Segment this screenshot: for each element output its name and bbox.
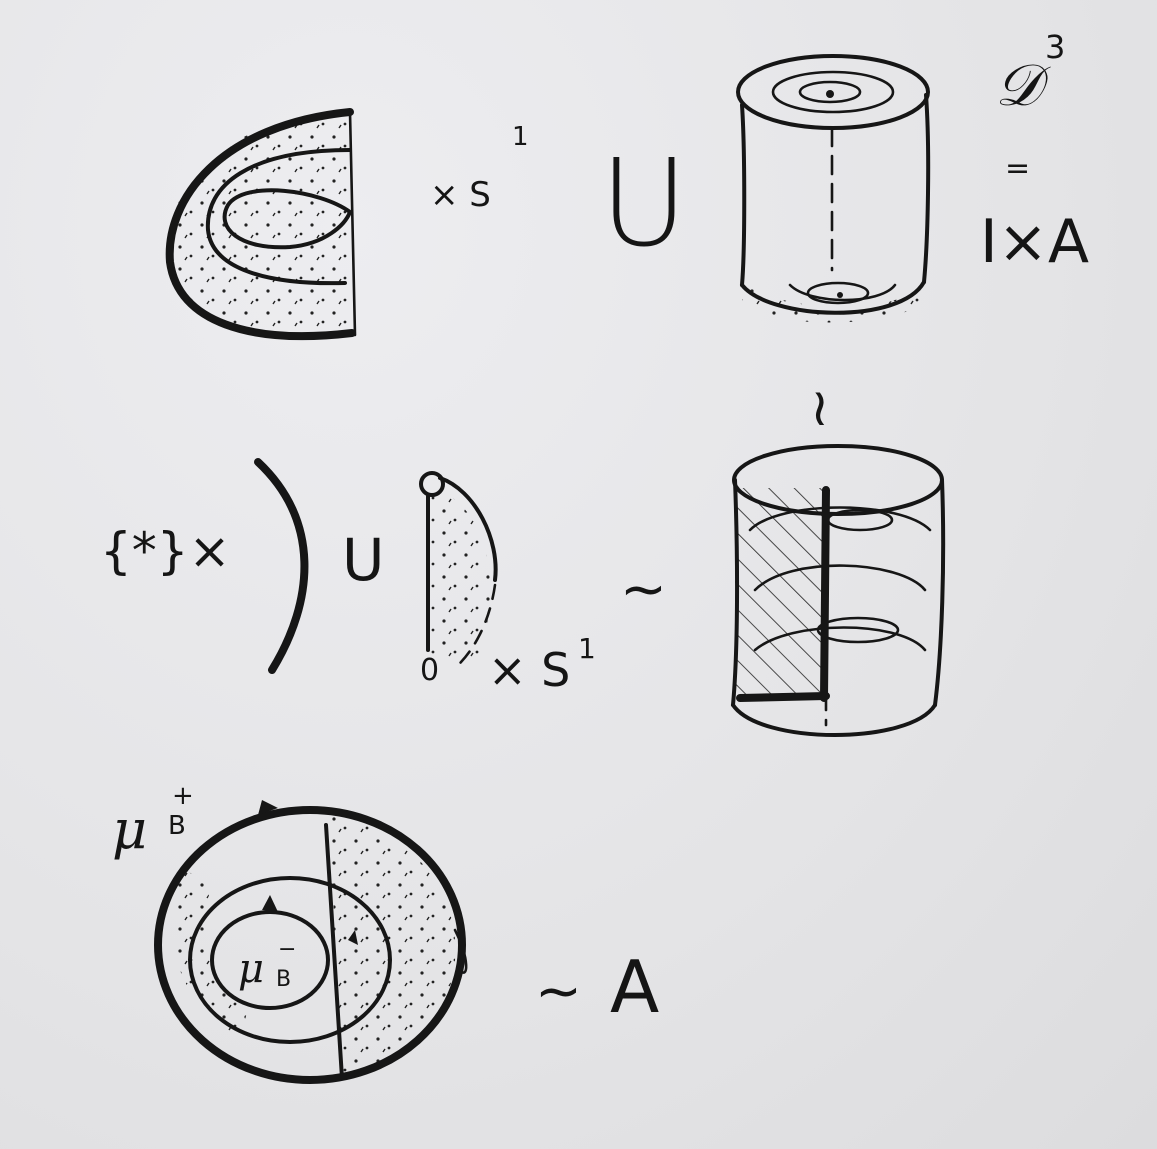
times-s1-label-row2: × S <box>488 643 570 697</box>
mu-minus-label: μ <box>238 946 264 992</box>
solid-torus-disc-figure <box>154 800 468 1084</box>
interval-arc <box>254 458 309 674</box>
cylinder-d3-figure <box>736 54 931 323</box>
tilde-row2: ~ <box>620 557 667 622</box>
mu-plus-label: μ <box>112 798 147 861</box>
s1-superscript-row2: 1 <box>578 632 596 665</box>
bottom-point-label: 0 <box>420 653 439 688</box>
d3-label: 𝒟 <box>995 51 1051 119</box>
hatched-cylinder-figure <box>731 444 946 737</box>
mu-minus-subscript: B <box>276 967 291 992</box>
connector-symbol: ≀ <box>810 378 830 438</box>
mu-plus-superscript: + <box>172 781 194 811</box>
union-symbol-row1: U <box>600 135 688 274</box>
disc-sector-figure <box>419 471 498 670</box>
tilde-row3: ~ <box>535 959 582 1024</box>
d3-superscript: 3 <box>1045 28 1065 66</box>
mu-plus-subscript: B <box>168 811 186 841</box>
s1-superscript-row1: 1 <box>512 122 529 152</box>
times-s1-label-row1: × S <box>430 175 491 215</box>
i-times-a-label: I×A <box>980 207 1089 277</box>
mu-minus-superscript: − <box>278 937 296 962</box>
a-label-row3: A <box>610 945 659 1029</box>
point-set-label: {*}× <box>100 522 231 580</box>
half-annulus-figure <box>165 108 357 341</box>
equals-sign-row1: = <box>1005 151 1030 186</box>
union-symbol-row2: U <box>342 526 384 594</box>
